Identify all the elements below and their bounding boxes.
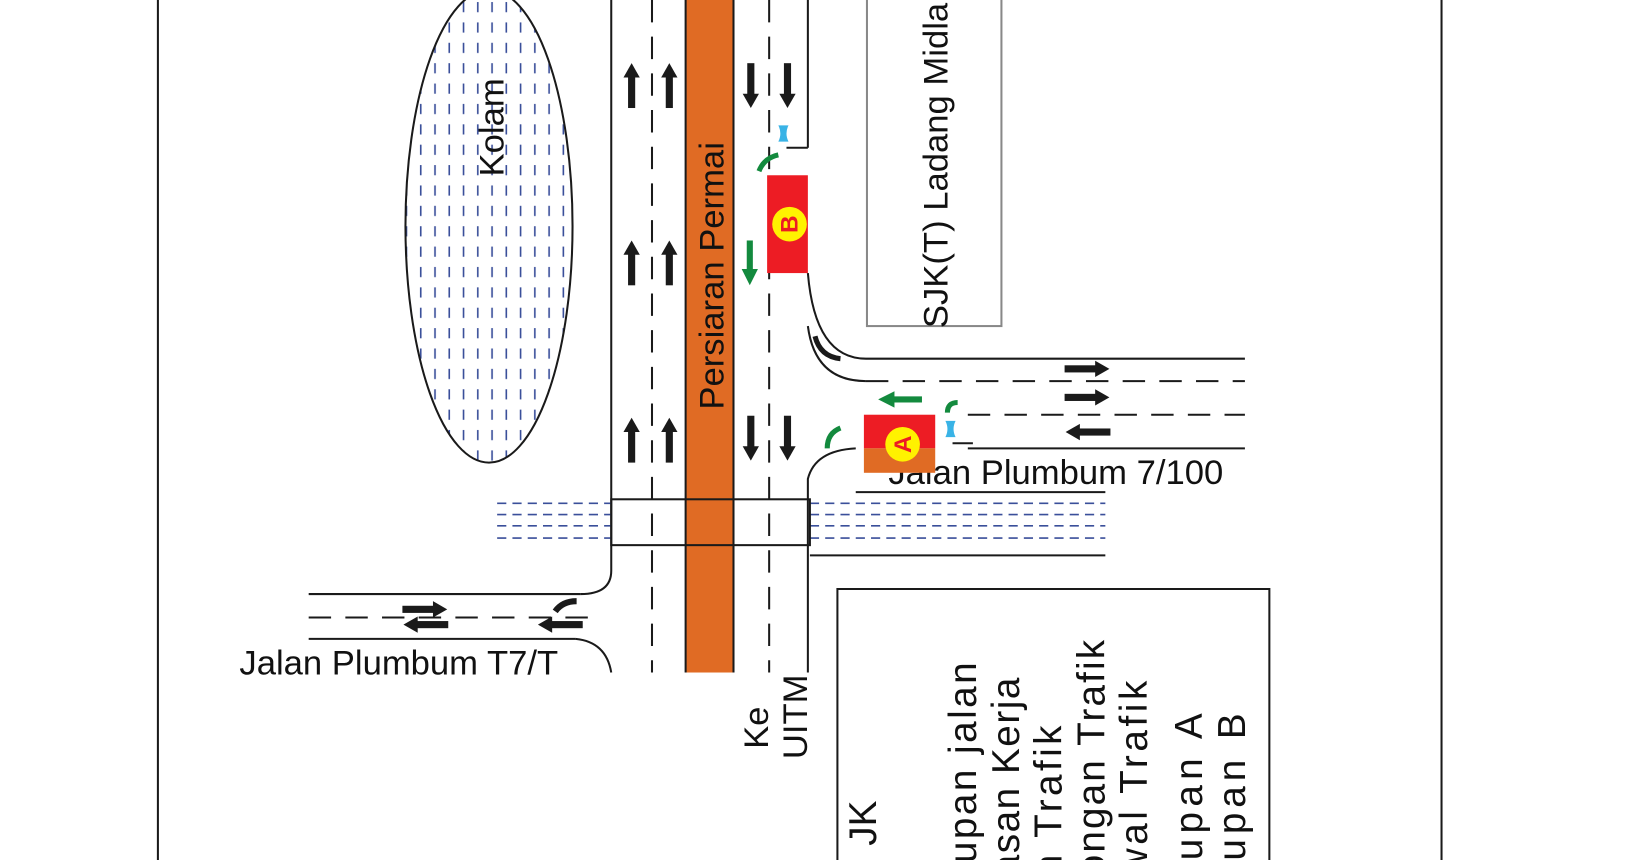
green-down-arrow-icon (741, 240, 758, 286)
right-road-label: Jalan Plumbum 7/100 (888, 454, 1223, 492)
direction-ke: Ke (738, 707, 776, 749)
closure-a: A (824, 391, 973, 473)
legend: JK tupan jalan asan Kerja n Trafik ongan… (836, 587, 1271, 860)
river (497, 498, 1106, 547)
legend-item: tupan jalan (942, 662, 985, 860)
closure-a-label: A (890, 435, 917, 453)
left-road: Jalan Plumbum T7/T (239, 593, 591, 683)
legend-item: tupan B (1211, 713, 1254, 860)
lane-arrows (623, 63, 841, 463)
legend-item: asan Kerja (985, 677, 1028, 860)
pond: Kolam (404, 0, 574, 464)
legend-item: tupan A (1168, 713, 1211, 860)
school-label: SJK(T) Ladang Midla (917, 2, 955, 328)
pond-label: Kolam (473, 78, 511, 176)
median (685, 0, 734, 673)
bridge (610, 498, 811, 547)
closure-b: B (741, 125, 808, 286)
green-turn-arrow-icon (824, 425, 842, 449)
flag-icon (945, 420, 956, 438)
green-turn-arrow-icon (944, 399, 958, 413)
direction-uitm: UITM (777, 674, 815, 759)
legend-item: wal Trafik (1113, 680, 1156, 860)
main-road: Persiaran Permai (575, 0, 1245, 673)
green-left-arrow-icon (878, 391, 922, 408)
school-area: SJK(T) Ladang Midla (865, 0, 1003, 328)
green-turn-arrow-icon (756, 152, 779, 173)
legend-item: n Trafik (1028, 725, 1071, 860)
right-road: Jalan Plumbum 7/100 (809, 360, 1245, 557)
flag-icon (778, 125, 789, 142)
legend-item: ongan Trafik (1070, 639, 1113, 860)
left-road-label: Jalan Plumbum T7/T (239, 645, 558, 683)
closure-b-label: B (777, 215, 804, 233)
legend-item: JK (842, 800, 885, 845)
main-road-label: Persiaran Permai (693, 142, 731, 410)
